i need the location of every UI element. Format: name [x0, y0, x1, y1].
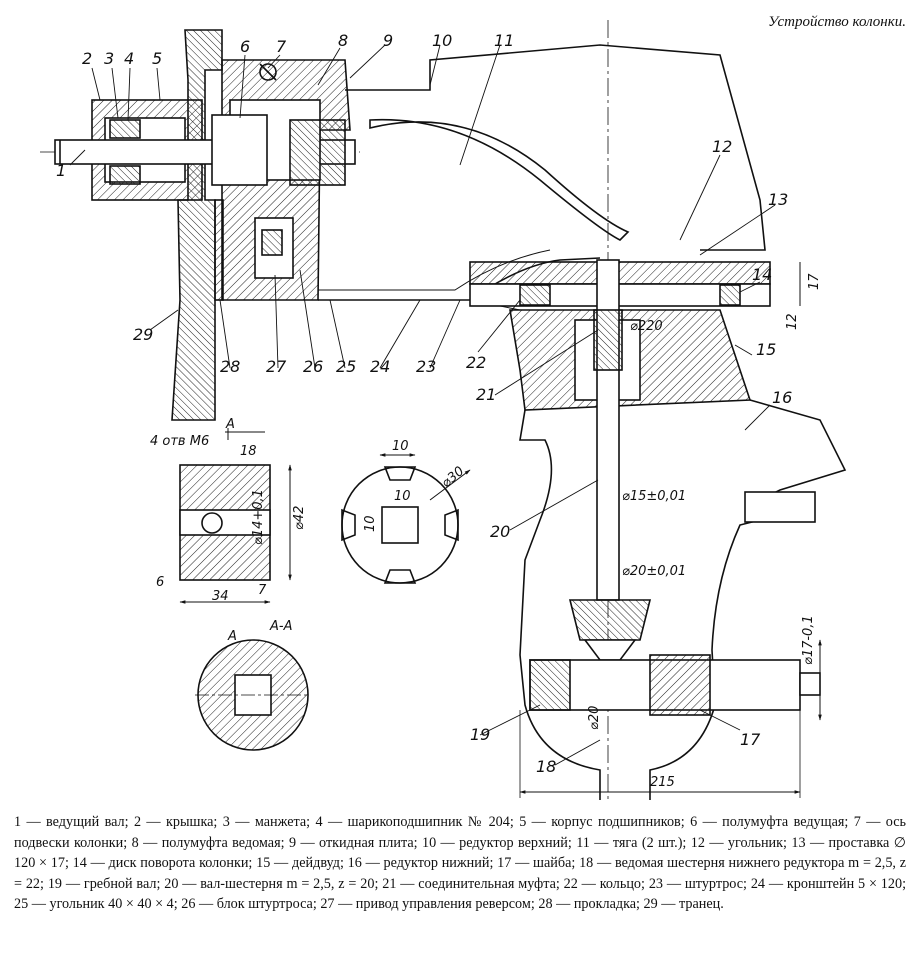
- dim-label: 4 отв М6: [150, 434, 209, 449]
- dim-label: 17: [807, 273, 822, 290]
- legend-item: 16 — редуктор нижний;: [347, 855, 494, 871]
- callout: 18: [536, 757, 556, 776]
- parts-legend: 1 — ведущий вал; 2 — крышка; 3 — манжета…: [14, 812, 906, 915]
- callout: 11: [494, 31, 514, 50]
- legend-item: 28 — прокладка;: [538, 896, 640, 912]
- callout: 16: [772, 388, 792, 407]
- dim-label: 34: [212, 589, 229, 604]
- dim-label: 10: [394, 489, 411, 504]
- legend-item: 14 — диск поворота колонки;: [72, 855, 253, 871]
- callout: 25: [336, 357, 356, 376]
- legend-item: 11 — тяга (2 шт.);: [576, 834, 687, 851]
- callout: 21: [476, 385, 496, 404]
- callout: 14: [752, 265, 772, 284]
- legend-item: 9 — откидная плита;: [288, 834, 418, 851]
- callout: 27: [266, 357, 287, 376]
- page-title: Устройство колонки.: [768, 14, 906, 30]
- legend-item: 17 — шайба;: [497, 855, 576, 871]
- legend-item: 26 — блок штуртроса;: [181, 896, 317, 912]
- dim-label: 12: [785, 313, 800, 330]
- callout: 22: [466, 353, 486, 372]
- dim-label: ⌀220: [630, 319, 663, 334]
- legend-item: 7 — ось подвески колонки;: [14, 814, 907, 851]
- dim-label: ⌀20: [587, 706, 602, 730]
- callout: 26: [303, 357, 323, 376]
- callout: 8: [338, 31, 348, 50]
- legend-item: 29 — транец.: [643, 896, 724, 912]
- legend-item: 25 — угольник 40 × 40 × 4;: [14, 896, 178, 912]
- callout: 6: [240, 37, 250, 56]
- legend-item: 5 — корпус подшипников;: [519, 814, 685, 830]
- legend-item: 10 — редуктор верхний;: [421, 834, 572, 851]
- legend-item: 1 — ведущий вал;: [14, 814, 129, 830]
- dim-label: ⌀17-0,1: [801, 615, 816, 665]
- legend-item: 3 — манжета;: [222, 814, 311, 830]
- legend-item: 24 — кронштейн 5 × 120;: [750, 875, 907, 892]
- legend-item: 18 — ведомая шестерня нижнего редуктора …: [14, 855, 907, 892]
- legend-item: 2 — крышка;: [133, 814, 218, 830]
- callout: 28: [220, 357, 240, 376]
- section-label: A: [225, 417, 235, 432]
- legend-item: 20 — вал-шестерня m = 2,5, z = 20;: [164, 875, 379, 892]
- dim-label: ⌀15±0,01: [622, 489, 686, 504]
- dim-label: 10: [392, 439, 409, 454]
- callout: 20: [490, 522, 510, 541]
- legend-item: 8 — полумуфта ведомая;: [131, 834, 285, 851]
- column-drawing: 1 2 3 4 5 6 7 8 9 10 11 12 13 14 15 16 1…: [40, 20, 847, 800]
- callout: 19: [470, 725, 490, 744]
- callout: 2: [82, 49, 92, 68]
- callout: 23: [416, 357, 436, 376]
- callout: 4: [124, 49, 134, 68]
- dim-label: 18: [240, 444, 257, 459]
- callout: 7: [276, 37, 287, 56]
- dim-label: 7: [258, 583, 267, 598]
- callout: 13: [768, 190, 788, 209]
- legend-item: 23 — штуртрос;: [648, 875, 747, 892]
- legend-item: 22 — кольцо;: [563, 875, 645, 892]
- section-label: A-A: [269, 619, 292, 634]
- section-label: A: [227, 629, 237, 644]
- legend-item: 21 — соединительная муфта;: [382, 875, 560, 892]
- callout: 12: [712, 137, 732, 156]
- callout: 5: [152, 49, 162, 68]
- callout: 3: [104, 49, 114, 68]
- callout: 10: [432, 31, 452, 50]
- dim-label: ⌀42: [292, 506, 307, 530]
- dim-label: ⌀14+0,1: [251, 489, 266, 545]
- legend-item: 15 — дейдвуд;: [256, 855, 344, 871]
- legend-item: 19 — гребной вал;: [47, 875, 161, 892]
- callout: 29: [133, 325, 153, 344]
- dim-label: 6: [156, 575, 164, 590]
- legend-item: 12 — угольник;: [690, 834, 787, 851]
- callout: 24: [370, 357, 390, 376]
- callout: 15: [756, 340, 776, 359]
- legend-item: 13 — проставка ∅ 120 × 17;: [14, 834, 907, 872]
- callout: 1: [56, 161, 66, 180]
- callout: 17: [740, 730, 761, 749]
- dim-label: 215: [650, 775, 675, 790]
- dim-label: 10: [363, 515, 378, 532]
- callout: 9: [383, 31, 393, 50]
- legend-item: 27 — привод управления реверсом;: [320, 896, 535, 912]
- legend-item: 4 — шарикоподшипник № 204;: [315, 814, 514, 830]
- turn-disk: [469, 261, 771, 285]
- dim-label: ⌀20±0,01: [622, 564, 686, 579]
- legend-item: 6 — полумуфта ведущая;: [690, 814, 849, 830]
